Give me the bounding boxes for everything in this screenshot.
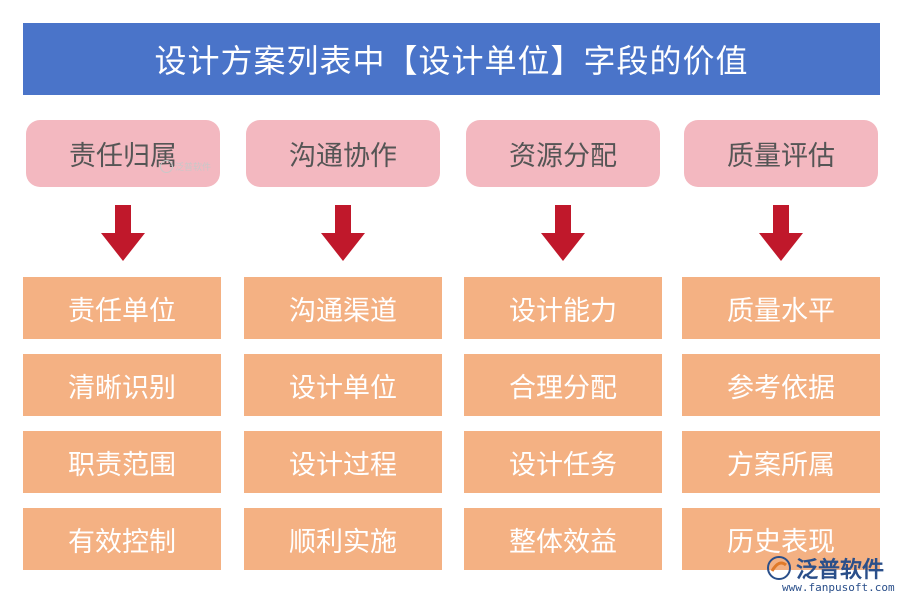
column-2-item-4: 顺利实施 [244, 508, 442, 570]
column-3-item-3: 设计任务 [464, 431, 662, 493]
watermark-small-text: 泛普软件 [175, 163, 212, 173]
down-arrow-icon [541, 205, 585, 261]
column-heading-4: 质量评估 [684, 120, 878, 187]
brand-logo: 泛普软件 [766, 552, 884, 584]
column-2-item-2: 设计单位 [244, 354, 442, 416]
column-1-item-2: 清晰识别 [23, 354, 221, 416]
watermark-small: 泛普软件 [160, 160, 211, 173]
logo-mark-icon [160, 160, 173, 173]
brand-logo-icon [767, 556, 791, 580]
down-arrow-icon [321, 205, 365, 261]
down-arrow-icon [101, 205, 145, 261]
column-heading-3: 资源分配 [466, 120, 660, 187]
column-3-item-4: 整体效益 [464, 508, 662, 570]
column-2-item-1: 沟通渠道 [244, 277, 442, 339]
brand-url: www.fanpusoft.com [782, 581, 895, 594]
column-4-item-2: 参考依据 [682, 354, 880, 416]
column-4-item-1: 质量水平 [682, 277, 880, 339]
column-heading-1: 责任归属 [26, 120, 220, 187]
down-arrow-icon [759, 205, 803, 261]
column-4-item-3: 方案所属 [682, 431, 880, 493]
column-3-item-2: 合理分配 [464, 354, 662, 416]
column-3-item-1: 设计能力 [464, 277, 662, 339]
brand-logo-text: 泛普软件 [796, 558, 885, 583]
column-1-item-3: 职责范围 [23, 431, 221, 493]
diagram-title: 设计方案列表中【设计单位】字段的价值 [23, 23, 880, 95]
column-1-item-1: 责任单位 [23, 277, 221, 339]
column-heading-2: 沟通协作 [246, 120, 440, 187]
column-2-item-3: 设计过程 [244, 431, 442, 493]
column-4-item-4: 历史表现 [682, 508, 880, 570]
column-1-item-4: 有效控制 [23, 508, 221, 570]
